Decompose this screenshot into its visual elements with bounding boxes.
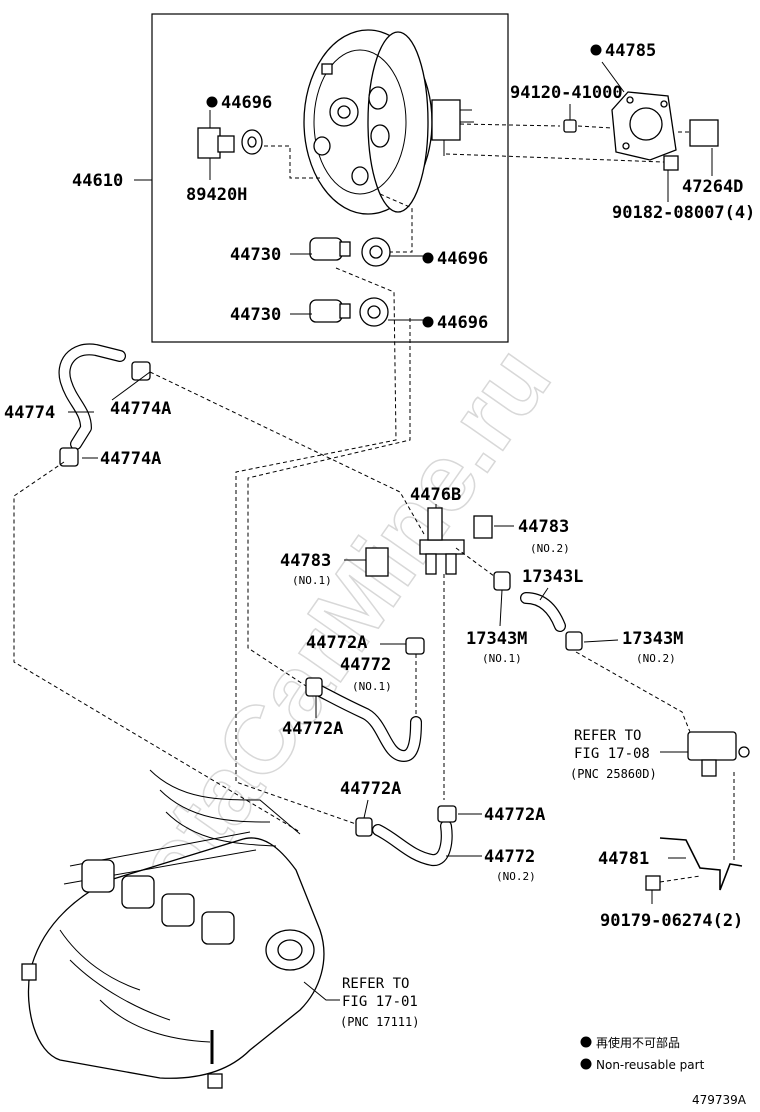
booster-assembly-frame [151,13,509,343]
ref-fig-17-08-line2: FIG 17-08 [574,746,650,762]
ref-fig-17-01-line3: (PNC 17111) [340,1015,419,1029]
label-44772a-2: 44772A [282,719,343,739]
label-17343m-no1: 17343M [466,629,527,649]
label-44696-b: 44696 [437,249,488,269]
label-44781: 44781 [598,849,649,869]
clip-44783-no2 [473,515,493,539]
brake-booster [303,29,474,215]
tee-4476b [419,507,465,575]
label-17343m-no2-sub: (NO.2) [636,652,676,665]
clamp-17343m-no1 [493,571,511,591]
label-44730-b: 44730 [230,305,281,325]
bracket-47264d [689,119,719,147]
vsv-ref-25860d [687,731,750,777]
label-17343m-no2: 17343M [622,629,683,649]
clamp-44774a-1 [131,361,151,381]
clamp-44772a-4 [437,805,457,823]
check-valve-44730-b [309,299,351,323]
hose-17343l [520,592,566,632]
nut-90182 [663,155,679,171]
legend-dot-icon [580,1036,592,1048]
bolt-90179 [645,875,661,891]
clip-44783-no1 [365,547,389,577]
label-44772-no1-sub: (NO.1) [352,680,392,693]
label-44774a-2: 44774A [100,449,161,469]
label-90182-08007: 90182-08007(4) [612,203,755,223]
label-90179-06274: 90179-06274(2) [600,911,743,931]
clamp-44772a-1 [405,637,425,655]
intake-manifold [21,769,325,1089]
label-44696-a: 44696 [221,93,272,113]
label-44696-c: 44696 [437,313,488,333]
ref-fig-17-08-line1: REFER TO [574,728,641,744]
label-44772a-4: 44772A [484,805,545,825]
clamp-44772a-3 [355,817,373,837]
non-reusable-mark [206,96,218,108]
nut-94120 [563,119,577,133]
label-44730-a: 44730 [230,245,281,265]
hose-44772-no2 [372,820,453,866]
label-47264d: 47264D [682,177,743,197]
gasket-44785 [611,91,677,161]
bracket-44781 [659,837,743,891]
label-44783-no1: 44783 [280,551,331,571]
label-44783-no1-sub: (NO.1) [292,574,332,587]
label-44772-no2-sub: (NO.2) [496,870,536,883]
check-valve-44730-a [309,237,351,261]
label-17343m-no1-sub: (NO.1) [482,652,522,665]
label-89420h: 89420H [186,185,247,205]
label-44772-no2: 44772 [484,847,535,867]
hose-44774 [58,343,126,450]
label-4476b: 4476B [410,485,461,505]
label-44772-no1: 44772 [340,655,391,675]
clamp-17343m-no2 [565,631,583,651]
label-44772a-1: 44772A [306,633,367,653]
legend-jp: 再使用不可部品 [596,1035,680,1050]
label-44785: 44785 [605,41,656,61]
label-44610: 44610 [72,171,123,191]
legend-en: Non-reusable part [596,1058,705,1072]
clamp-44772a-2 [305,677,323,697]
label-44774a-1: 44774A [110,399,171,419]
label-94120-41000: 94120-41000 [510,83,623,103]
label-44783-no2: 44783 [518,517,569,537]
legend-dot-icon [580,1058,592,1070]
non-reusable-mark [422,316,434,328]
non-reusable-mark [590,44,602,56]
diagram-id: 479739A [692,1093,747,1107]
ref-fig-17-01-line2: FIG 17-01 [342,994,418,1010]
clamp-44774a-2 [59,447,79,467]
label-44774: 44774 [4,403,55,423]
label-44783-no2-sub: (NO.2) [530,542,570,555]
label-17343l: 17343L [522,567,583,587]
sensor-89420h [197,127,235,180]
label-44772a-3: 44772A [340,779,401,799]
non-reusable-mark [422,252,434,264]
ref-fig-17-01-line1: REFER TO [342,976,409,992]
hose-44772-no1 [312,684,422,762]
ref-fig-17-08-line3: (PNC 25860D) [570,767,657,781]
